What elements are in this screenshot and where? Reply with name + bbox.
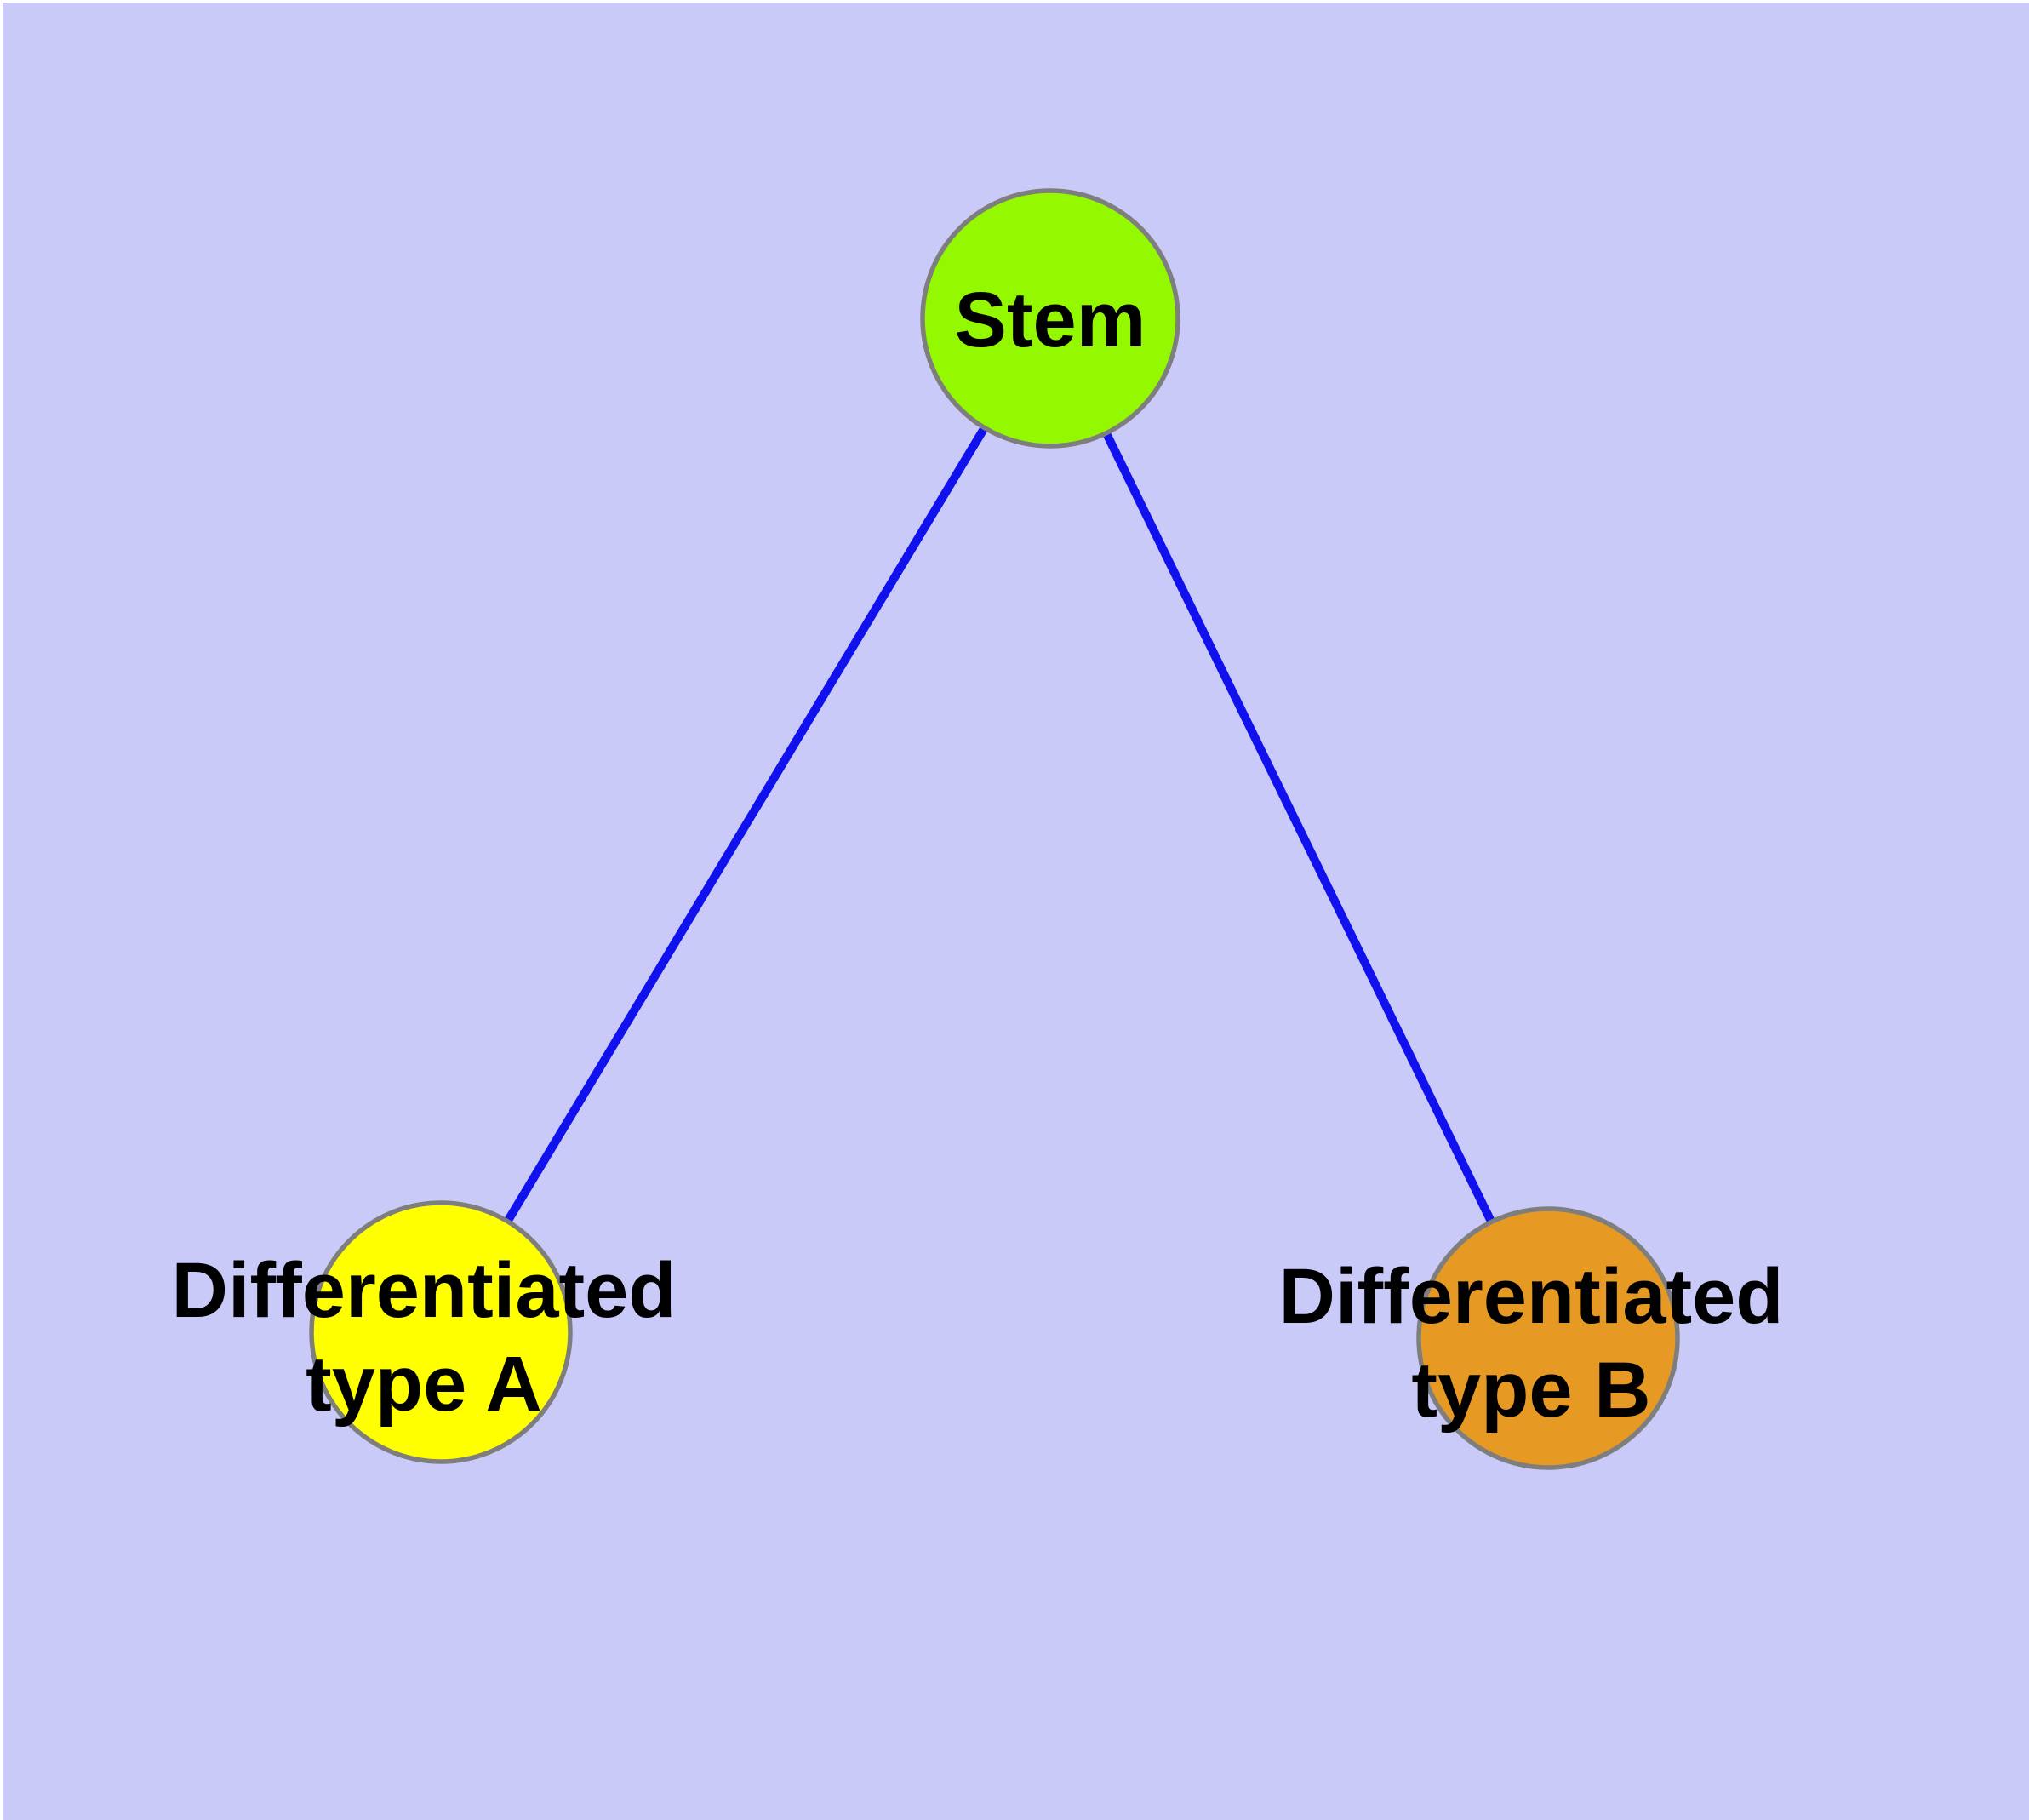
- node-stem: [920, 188, 1180, 449]
- edge-stem-to-type-b: [1046, 316, 1552, 1341]
- node-type-b: [1416, 1206, 1680, 1470]
- node-stem-label: Stem: [955, 277, 1146, 363]
- edge-stem-to-type-a: [437, 316, 1055, 1335]
- node-type-a-label-line2: type A: [306, 1341, 542, 1428]
- node-type-a: [309, 1200, 573, 1464]
- node-type-b-label-line2: type B: [1411, 1347, 1650, 1434]
- node-type-b-label-line1: Differentiated: [1279, 1253, 1784, 1340]
- node-type-a-label-line1: Differentiated: [172, 1247, 677, 1334]
